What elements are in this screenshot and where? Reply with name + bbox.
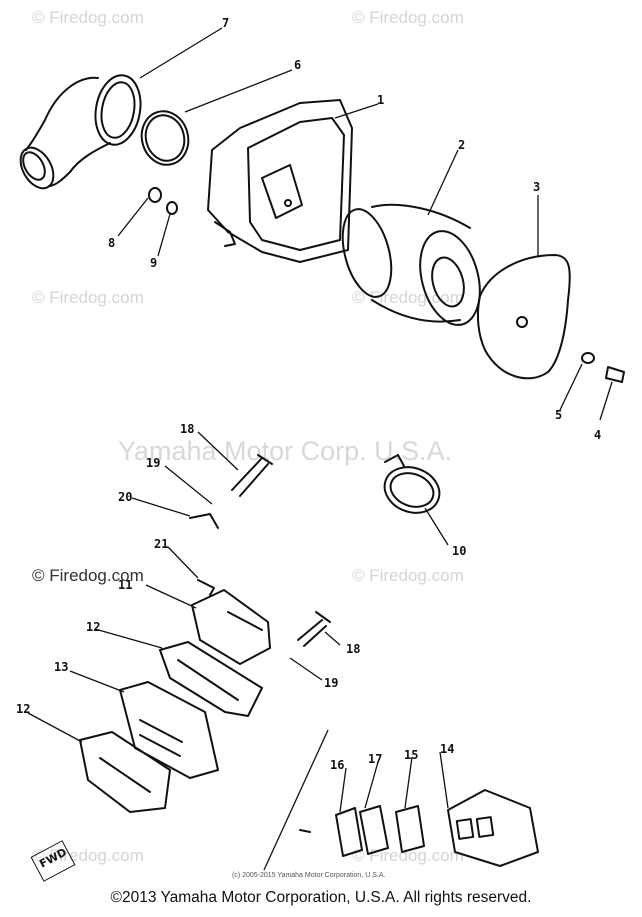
callout-12: 12: [86, 620, 101, 634]
callout-15: 15: [404, 748, 419, 762]
part-21: [197, 579, 215, 596]
watermark-firedog: © Firedog.com: [32, 288, 144, 307]
bolt-part-8: [148, 187, 162, 203]
joint-part-11: [191, 589, 271, 665]
watermark-firedog: © Firedog.com: [352, 566, 464, 585]
air-cleaner-case-part-1: [207, 99, 353, 263]
o-ring-part-6: [140, 110, 190, 166]
callout-14: 14: [440, 742, 455, 756]
bolt-part-18-lower: [297, 611, 331, 647]
callout-19: 19: [146, 456, 161, 470]
gasket-part-12-upper: [159, 641, 263, 717]
callout-16: 16: [330, 758, 345, 772]
leader-lines: [27, 27, 613, 871]
bolt-part-4: [605, 366, 625, 383]
watermark-firedog: © Firedog.com: [352, 8, 464, 27]
cover-part-3: [476, 254, 571, 380]
washer-part-9: [166, 201, 178, 215]
reed-valve-part-13: [119, 681, 219, 779]
callout-21: 21: [154, 537, 169, 551]
clamp-part-10: [383, 454, 441, 514]
callout-10: 10: [452, 544, 467, 558]
bolt-part-18-upper: [231, 454, 273, 497]
callout-17: 17: [368, 752, 383, 766]
watermark-firedog: © Firedog.com: [32, 846, 144, 865]
footer-copyright: ©2013 Yamaha Motor Corporation, U.S.A. A…: [110, 889, 532, 906]
callout-9: 9: [150, 256, 158, 270]
callout-5: 5: [555, 408, 563, 422]
washer-part-5: [581, 352, 595, 364]
callout-4: 4: [594, 428, 602, 442]
callout-2: 2: [458, 138, 466, 152]
filter-element-part-2: [341, 203, 481, 326]
intake-duct-part-7: [19, 74, 142, 190]
callout-11: 11: [118, 578, 133, 592]
watermark-firedog: © Firedog.com: [32, 8, 144, 27]
callout-7: 7: [222, 16, 230, 30]
callout-18: 18: [180, 422, 195, 436]
small-copyright: (c) 2005-2015 Yamaha Motor Corporation, …: [232, 872, 386, 879]
callout-18: 18: [346, 642, 361, 656]
part-20: [189, 513, 219, 529]
reed-parts-14-17: [299, 789, 539, 867]
watermark-yamaha: Yamaha Motor Corp. U.S.A.: [118, 436, 453, 466]
callout-6: 6: [294, 58, 302, 72]
callout-1: 1: [377, 93, 385, 107]
callout-3: 3: [533, 180, 541, 194]
callout-12: 12: [16, 702, 31, 716]
gasket-part-12-lower: [79, 731, 171, 813]
callout-20: 20: [118, 490, 133, 504]
callout-19: 19: [324, 676, 339, 690]
callout-13: 13: [54, 660, 69, 674]
watermark-firedog: © Firedog.com: [32, 566, 144, 585]
callout-8: 8: [108, 236, 116, 250]
